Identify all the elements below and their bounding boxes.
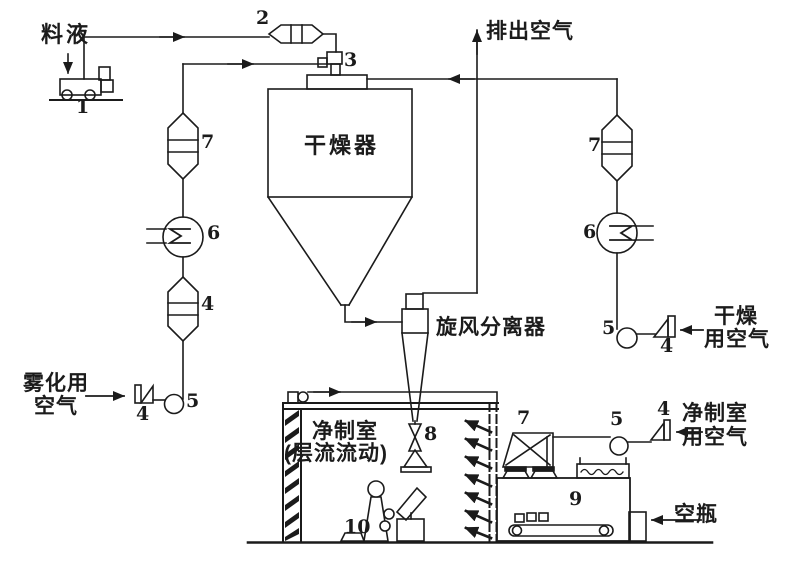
- num-filter4-left: 4: [201, 293, 215, 315]
- filling-machine: [496, 477, 631, 542]
- label-feed-liquid: 料液: [41, 22, 92, 47]
- filter-left-chain: [167, 275, 199, 343]
- blower-left: [152, 393, 185, 415]
- atomizing-air-line: [182, 59, 328, 114]
- cyclone-separator: [401, 293, 429, 422]
- spray-dryer: [266, 74, 414, 327]
- label-clean-room-air-2: 用空气: [682, 426, 748, 449]
- label-cyclone: 旋风分离器: [436, 316, 546, 339]
- num-feed-filter: 2: [256, 7, 270, 29]
- filter-right-inlet: [652, 315, 676, 338]
- num-filter4-machine: 4: [657, 398, 671, 420]
- label-clean-room-1: 净制室: [312, 420, 378, 443]
- empty-bottle: [628, 511, 702, 542]
- label-exhaust-air: 排出空气: [486, 20, 574, 43]
- label-empty-bottles: 空瓶: [674, 503, 718, 526]
- label-clean-room-air-1: 净制室: [682, 402, 748, 425]
- feed-filter-capsule: [267, 24, 325, 44]
- air-filter-left: [167, 111, 199, 181]
- feed-line: [83, 32, 337, 80]
- filter-left-inlet: [134, 383, 154, 404]
- num-filter7-right: 7: [588, 134, 602, 156]
- label-atomizing-air-2: 空气: [34, 395, 78, 418]
- num-heater-left: 6: [207, 222, 221, 244]
- num-filter7-left: 7: [201, 131, 215, 153]
- label-clean-room-2: (层流流动): [284, 442, 388, 465]
- clean-room: [282, 387, 499, 542]
- exhaust-air-line: [422, 29, 482, 294]
- heater-left: [146, 216, 204, 258]
- num-filter4-right: 4: [660, 335, 674, 357]
- label-atomizing-air-1: 雾化用: [23, 372, 89, 395]
- num-filling-machine: 9: [569, 488, 583, 510]
- blower-machine: [609, 436, 629, 456]
- label-drying-air-2: 用空气: [704, 328, 770, 351]
- blower-right: [616, 327, 656, 349]
- num-filter4-inlet-left: 4: [136, 403, 150, 425]
- label-dryer: 干燥器: [304, 133, 380, 158]
- num-discharge-valve: 8: [424, 423, 438, 445]
- num-blower-right: 5: [602, 317, 616, 339]
- num-hepa-machine: 7: [517, 407, 531, 429]
- vibration-tray: [576, 457, 630, 479]
- left-wall-grille: [285, 410, 299, 541]
- heater-right: [596, 212, 654, 254]
- num-blower-left: 5: [186, 390, 200, 412]
- num-operator: 10: [344, 516, 371, 538]
- feed-pump: [49, 53, 123, 101]
- filter-machine-inlet: [649, 419, 671, 441]
- work-table: [395, 486, 428, 542]
- label-drying-air-1: 干燥: [714, 305, 758, 328]
- num-heater-right: 6: [583, 221, 597, 243]
- laminar-flow-arrows: [464, 419, 493, 540]
- num-pump: 1: [76, 96, 90, 118]
- num-nozzle: 3: [344, 49, 358, 71]
- clean-room-air-line: [552, 436, 652, 456]
- num-blower-machine: 5: [610, 408, 624, 430]
- operator: [339, 480, 395, 542]
- discharge-valve: [400, 420, 432, 473]
- hepa-filter-machine: [501, 432, 559, 479]
- air-filter-right: [601, 113, 633, 183]
